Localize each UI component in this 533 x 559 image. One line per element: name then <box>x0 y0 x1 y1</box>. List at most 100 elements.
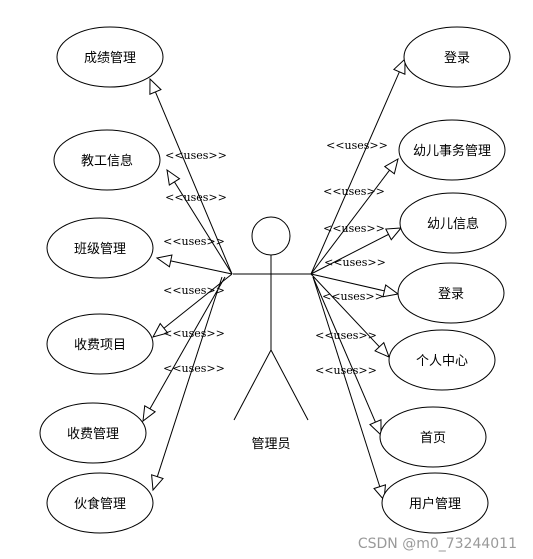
use-case-right-3: 幼儿信息 <box>399 192 507 254</box>
use-case-right-4: 登录 <box>397 262 505 324</box>
association-line <box>310 273 385 292</box>
association-line <box>310 233 389 275</box>
use-case-left-5: 收费管理 <box>39 402 147 464</box>
association-line <box>163 273 233 329</box>
stereotype-label: <<uses>> <box>323 185 385 198</box>
use-case-label: 幼儿信息 <box>427 216 479 232</box>
actor-label: 管理员 <box>251 437 290 452</box>
use-case-ellipse <box>397 262 505 324</box>
use-case-ellipse <box>379 406 487 468</box>
association-arrowhead <box>152 322 169 338</box>
use-case-ellipse <box>46 472 154 534</box>
use-case-label: 成绩管理 <box>84 51 136 66</box>
use-case-label: 幼儿事务管理 <box>413 143 491 159</box>
use-case-ellipse <box>388 329 496 391</box>
stereotype-label: <<uses>> <box>163 362 225 375</box>
use-case-ellipse <box>46 313 154 375</box>
use-case-label: 收费管理 <box>67 427 119 442</box>
association-left-1 <box>149 77 233 275</box>
association-right-6 <box>312 276 382 437</box>
use-case-label: 教工信息 <box>81 153 133 169</box>
use-case-ellipse <box>399 192 507 254</box>
use-case-label: 伙食管理 <box>74 496 126 512</box>
association-line <box>170 260 233 275</box>
use-case-left-4: 收费项目 <box>46 313 154 375</box>
association-arrowhead <box>383 157 399 175</box>
use-case-ellipse <box>381 472 489 534</box>
use-case-label: 班级管理 <box>74 242 126 257</box>
association-arrowhead <box>149 77 162 95</box>
actor-head <box>251 216 291 256</box>
stereotype-label: <<uses>> <box>165 149 227 162</box>
association-arrowhead <box>142 405 157 423</box>
association-right-7 <box>312 276 387 502</box>
stereotype-label: <<uses>> <box>163 235 225 248</box>
associations <box>142 57 406 502</box>
use-case-ellipse <box>403 26 511 88</box>
association-arrowhead <box>151 474 164 492</box>
association-line <box>154 91 233 275</box>
association-right-1 <box>310 57 406 275</box>
association-left-4 <box>152 273 233 338</box>
use-case-label: 用户管理 <box>409 496 461 512</box>
stereotype-label: <<uses>> <box>163 284 225 297</box>
use-case-label: 登录 <box>444 51 470 66</box>
association-right-2 <box>310 157 399 275</box>
use-case-label: 登录 <box>438 287 464 302</box>
stereotype-labels: <<uses>> <<uses>> <<uses>> <<uses>> <<uses>>… <box>163 139 388 377</box>
use-case-ellipse <box>56 26 164 88</box>
actor-left-leg <box>233 349 272 421</box>
use-case-ellipse <box>46 217 154 279</box>
stereotype-label: <<uses>> <box>163 327 225 340</box>
actor: 管理员 <box>233 216 311 452</box>
association-left-5 <box>142 276 226 423</box>
stereotype-label: <<uses>> <box>324 256 386 269</box>
association-arrowhead <box>392 57 406 75</box>
association-arrowhead <box>166 168 181 186</box>
stereotype-label: <<uses>> <box>315 329 377 342</box>
association-arrowhead <box>374 341 390 358</box>
watermark: CSDN @m0_73244011 <box>358 536 517 552</box>
association-line <box>173 181 233 275</box>
use-case-left-3: 班级管理 <box>46 217 154 279</box>
use-case-right-6: 首页 <box>379 406 487 468</box>
association-line <box>310 71 400 275</box>
association-line <box>310 273 380 348</box>
association-line <box>149 276 226 410</box>
use-case-label: 首页 <box>420 431 446 446</box>
stereotype-label: <<uses>> <box>315 364 377 377</box>
use-case-label: 收费项目 <box>74 338 126 353</box>
stereotype-label: <<uses>> <box>323 222 385 235</box>
association-arrowhead <box>385 227 403 241</box>
association-right-3 <box>310 227 403 275</box>
association-line <box>156 276 223 477</box>
association-arrowhead <box>369 419 382 437</box>
association-right-5 <box>310 273 390 358</box>
use-case-ellipse <box>398 119 506 181</box>
use-case-right-1: 登录 <box>403 26 511 88</box>
association-left-2 <box>166 168 233 275</box>
association-left-6 <box>151 276 223 492</box>
use-case-right-7: 用户管理 <box>381 472 489 534</box>
association-right-4 <box>310 273 400 298</box>
use-case-left-1: 成绩管理 <box>56 26 164 88</box>
use-case-right-2: 幼儿事务管理 <box>398 119 506 181</box>
stereotype-label: <<uses>> <box>322 290 384 303</box>
use-case-ellipse <box>39 402 147 464</box>
use-case-right-5: 个人中心 <box>388 329 496 391</box>
association-arrowhead <box>382 284 400 298</box>
use-case-label: 个人中心 <box>416 354 468 369</box>
stereotype-label: <<uses>> <box>165 191 227 204</box>
use-case-left-2: 教工信息 <box>53 129 161 191</box>
stereotype-label: <<uses>> <box>326 139 388 152</box>
association-left-3 <box>155 254 233 275</box>
use-case-left-6: 伙食管理 <box>46 472 154 534</box>
use-case-ellipse <box>53 129 161 191</box>
association-line <box>312 276 381 487</box>
association-line <box>310 169 390 275</box>
use-cases: 成绩管理教工信息班级管理收费项目收费管理伙食管理登录幼儿事务管理幼儿信息登录个人… <box>39 26 511 534</box>
association-arrowhead <box>155 254 173 268</box>
association-line <box>312 276 376 423</box>
actor-right-leg <box>270 349 309 421</box>
